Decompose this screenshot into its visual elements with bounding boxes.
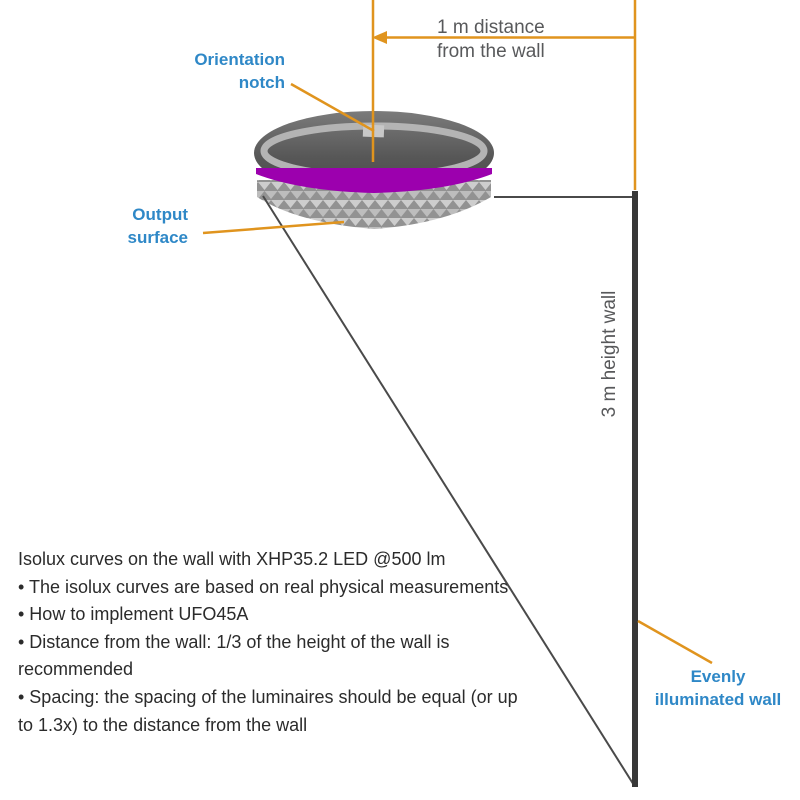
orientation-notch-label: Orientation notch — [135, 48, 285, 94]
dimension-arrowhead — [372, 31, 387, 44]
orientation-label-line1: Orientation — [194, 50, 285, 69]
orientation-notch-leader — [290, 82, 375, 133]
evenly-illuminated-leader — [637, 619, 713, 665]
evenly-label-line2: illuminated wall — [654, 690, 782, 709]
notes-block: Isolux curves on the wall with XHP35.2 L… — [18, 546, 523, 739]
distance-dimension — [371, 0, 637, 190]
light-cone-line — [262, 195, 636, 787]
evenly-label-line1: Evenly — [690, 667, 746, 686]
wall-height-label: 3 m height wall — [599, 290, 620, 418]
evenly-illuminated-label: Evenly illuminated wall — [628, 665, 800, 711]
output-label-line1: Output — [132, 205, 188, 224]
distance-dimension-label: 1 m distance from the wall — [437, 16, 545, 64]
pcb-purple-band — [256, 168, 492, 193]
orientation-label-line2: notch — [238, 73, 285, 92]
notes-title: Isolux curves on the wall with XHP35.2 L… — [18, 549, 446, 569]
notes-bullet-3: • Distance from the wall: 1/3 of the hei… — [18, 631, 450, 680]
distance-label-line1: 1 m distance — [437, 17, 545, 38]
output-surface-leader — [202, 220, 345, 235]
notes-bullet-4: • Spacing: the spacing of the luminaires… — [18, 686, 518, 735]
notes-bullet-2: • How to implement UFO45A — [18, 604, 249, 625]
lens-array — [257, 180, 491, 229]
distance-label-line2: from the wall — [437, 41, 545, 62]
notes-bullet-1: • The isolux curves are based on real ph… — [18, 576, 509, 597]
output-label-line2: surface — [127, 228, 188, 247]
output-surface-label: Output surface — [38, 203, 188, 249]
